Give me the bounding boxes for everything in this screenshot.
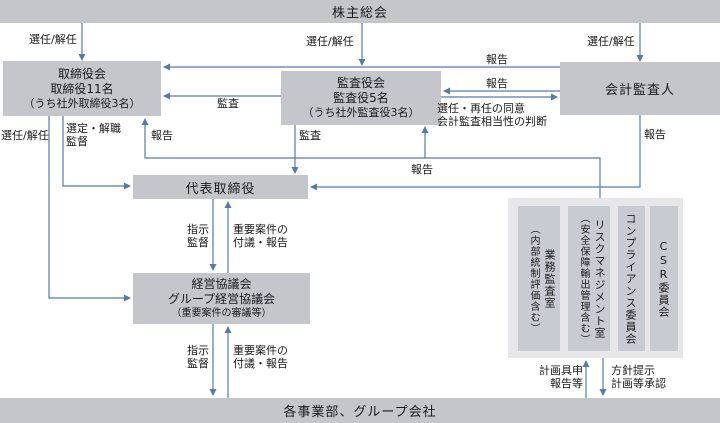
committee-internal-audit-office: 業務監査室 （内部統制評価含む） [518,206,560,351]
edge-label-audit-to-board: 監査 [217,97,239,110]
arrow-select-dismiss-board-to-rep [62,116,131,190]
consent-line2: 会計監査相当性の判断 [437,115,547,128]
audit-board-title: 監査役会 [336,76,385,90]
edge-label-report-to-board-up: 報告 [151,129,173,142]
audit-board-outside-members: （うち社外監査役3名） [302,106,420,119]
council-note: （重要案件の審議等） [171,308,272,319]
edge-label-report-accounting-down: 報告 [644,128,666,141]
edge-label-instruct-upper: 指示 監督 [187,223,209,249]
plan-line1: 計画具申 [539,364,583,377]
important-lower-line2: 付議・報告 [233,357,288,370]
representative-director-label: 代表取締役 [185,181,256,197]
edge-label-report-to-auditors-up: 報告 [411,163,433,176]
shareholders-meeting-bar: 株主総会 [0,0,720,23]
council-group-title: グループ経営協議会 [167,292,276,306]
edge-label-select-dismiss: 選定・解職 監督 [66,122,121,148]
committee-compliance: コンプライアンス委員会 [618,206,645,351]
edge-label-policy: 方針提示 計画等承認 [611,364,666,390]
audit-board-members: 監査役5名 [333,91,389,105]
divisions-label: 各事業部、グループ会社 [283,405,437,420]
arrow-report-committees-to-board [141,118,601,198]
arrow-report-accounting-to-rep [310,115,641,191]
instruct-upper-line2: 監督 [187,236,209,249]
divisions-bar: 各事業部、グループ会社 [0,398,720,423]
committee-csr: CSR委員会 [650,206,678,351]
edge-label-report-between: 報告 [486,77,508,90]
committee-name: 業務監査室 [543,248,556,309]
board-outside-members: （うち社外取締役3名） [23,96,141,110]
council-title: 経営協議会 [191,277,252,291]
edge-label-consent: 選任・再任の同意 会計監査相当性の判断 [437,102,547,128]
instruct-lower-line1: 指示 [187,344,209,357]
committee-risk-management-office: リスクマネジメント室 （安全保障輸出管理含む） [568,206,610,351]
edge-label-important-lower: 重要案件の 付議・報告 [233,344,288,370]
edge-label-appoint-top-right: 選任/解任 [587,35,635,48]
instruct-lower-line2: 監督 [187,357,209,370]
committee-name: リスクマネジメント室 [593,218,606,339]
shareholders-meeting-label: 株主総会 [331,6,388,21]
board-members: 取締役11名 [50,81,114,96]
representative-director-box: 代表取締役 [133,175,308,199]
edge-label-appoint-left-side: 選任/解任 [1,129,49,142]
policy-line1: 方針提示 [611,364,655,377]
edge-label-important-upper: 重要案件の 付議・報告 [233,223,288,249]
audit-board-box: 監査役会 監査役5名 （うち社外監査役3名） [281,71,441,125]
committee-note: （安全保障輸出管理含む） [578,212,589,345]
edge-label-plan: 計画具申 報告等 [523,364,583,390]
policy-line2: 計画等承認 [611,377,666,390]
edge-label-instruct-lower: 指示 監督 [187,344,209,370]
consent-line1: 選任・再任の同意 [437,102,525,115]
board-title: 取締役会 [57,66,106,81]
edge-label-appoint-top-left: 選任/解任 [29,33,77,46]
select-dismiss-line2: 監督 [66,135,88,148]
edge-label-audit-to-rep: 監査 [299,129,321,142]
instruct-upper-line1: 指示 [187,223,209,236]
committee-note: （内部統制評価含む） [528,223,539,334]
accounting-auditor-box: 会計監査人 [560,62,720,115]
select-dismiss-line1: 選定・解職 [66,122,121,135]
plan-line2: 報告等 [550,377,583,390]
arrow-appoint-board-to-council [48,116,131,302]
board-of-directors-box: 取締役会 取締役11名 （うち社外取締役3名） [3,61,161,116]
committees-container: 業務監査室 （内部統制評価含む） リスクマネジメント室 （安全保障輸出管理含む）… [508,198,683,358]
important-upper-line1: 重要案件の [233,223,288,236]
edge-label-report-long: 報告 [486,53,508,66]
important-lower-line1: 重要案件の [233,344,288,357]
edge-label-appoint-top-center: 選任/解任 [306,35,354,48]
important-upper-line2: 付議・報告 [233,236,288,249]
committee-name: CSR委員会 [657,239,670,318]
accounting-auditor-label: 会計監査人 [604,83,675,98]
management-council-box: 経営協議会 グループ経営協議会 （重要案件の審議等） [133,273,310,324]
committee-name: コンプライアンス委員会 [624,212,637,345]
